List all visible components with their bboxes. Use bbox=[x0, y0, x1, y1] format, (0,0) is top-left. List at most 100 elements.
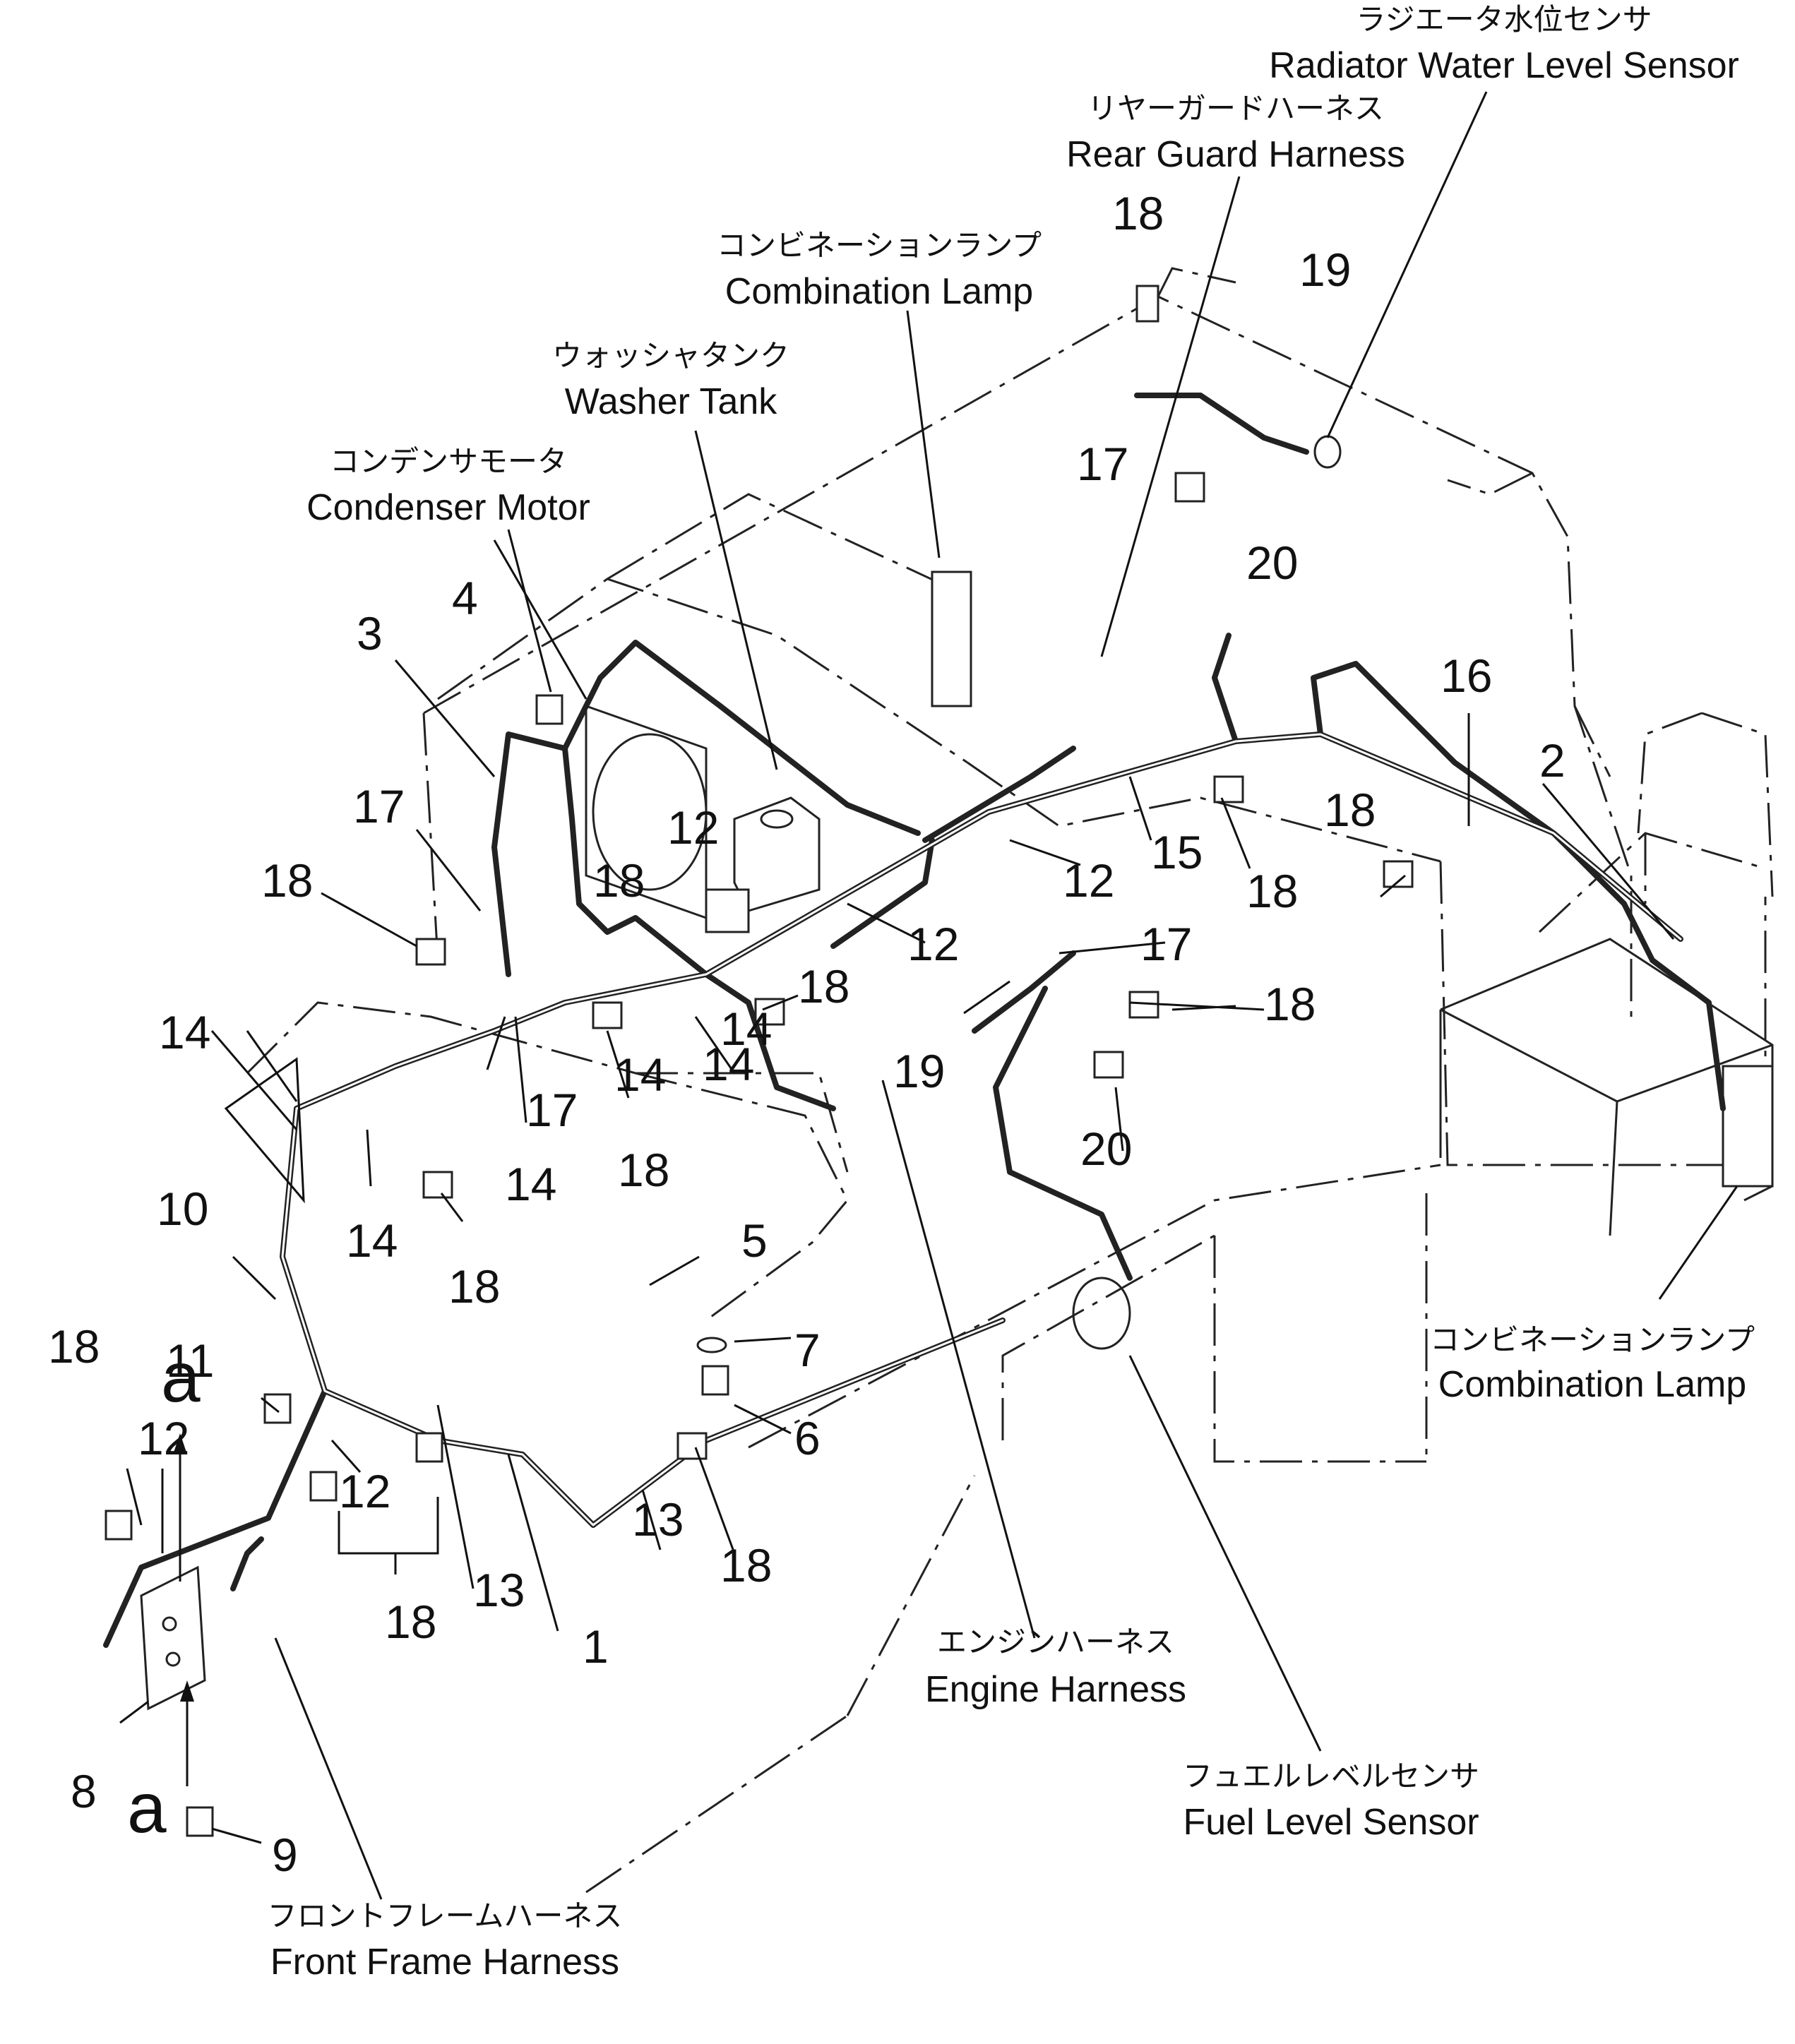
condenser-fan bbox=[592, 733, 708, 891]
part-number: 13 bbox=[473, 1564, 525, 1616]
bolt-icon bbox=[186, 1806, 214, 1837]
callout-combination-lamp-top: コンビネーションランプ Combination Lamp bbox=[717, 228, 1042, 312]
part-number: 17 bbox=[353, 780, 405, 832]
part-number: 18 bbox=[618, 1144, 669, 1196]
bolt-icon bbox=[415, 938, 446, 966]
part-number: 14 bbox=[614, 1048, 666, 1101]
part-number: 18 bbox=[1324, 784, 1376, 836]
part-number: 8 bbox=[71, 1765, 97, 1817]
part-number: 18 bbox=[385, 1596, 436, 1648]
part-number-labels: 18 19 17 20 16 2 4 3 12 17 18 12 15 18 1… bbox=[48, 187, 1566, 1881]
callout-en: Condenser Motor bbox=[306, 487, 590, 528]
part-number: 12 bbox=[1063, 854, 1114, 907]
callout-jp: フュエルレベルセンサ bbox=[1183, 1759, 1479, 1793]
part-number: 18 bbox=[261, 854, 313, 907]
top-combination-lamp bbox=[931, 570, 972, 707]
part-number: 12 bbox=[667, 801, 719, 854]
part-number: 18 bbox=[1246, 865, 1298, 917]
part-number: 18 bbox=[798, 960, 849, 1012]
part-number: 13 bbox=[632, 1493, 684, 1546]
bolt-icon bbox=[1213, 775, 1244, 803]
bolt-icon bbox=[1093, 1051, 1124, 1079]
part-number: 14 bbox=[346, 1214, 398, 1267]
bolt-icon bbox=[105, 1510, 133, 1541]
callout-en: Combination Lamp bbox=[1438, 1364, 1746, 1405]
callout-engine-harness: エンジンハーネス Engine Harness bbox=[925, 1625, 1186, 1710]
callout-jp: エンジンハーネス bbox=[937, 1625, 1174, 1659]
callout-jp: コンビネーションランプ bbox=[717, 228, 1042, 263]
bolt-icon bbox=[1383, 860, 1414, 888]
bolt-icon bbox=[592, 1001, 623, 1029]
washer-icon bbox=[696, 1337, 727, 1353]
part-number: 6 bbox=[794, 1412, 821, 1464]
part-number: 14 bbox=[159, 1006, 210, 1058]
bolt-icon bbox=[676, 1432, 708, 1460]
part-number: 17 bbox=[526, 1084, 578, 1136]
callout-jp: コンデンサモータ bbox=[330, 444, 567, 479]
callout-jp: コンビネーションランプ bbox=[1430, 1322, 1755, 1357]
callout-combination-lamp-right: コンビネーションランプ Combination Lamp bbox=[1430, 1322, 1755, 1405]
part-number: 18 bbox=[448, 1260, 500, 1313]
part-number: 5 bbox=[741, 1214, 768, 1267]
bolt-icon bbox=[309, 1471, 338, 1502]
part-number: 14 bbox=[703, 1038, 754, 1090]
view-letter: a bbox=[161, 1338, 201, 1417]
part-number: 10 bbox=[157, 1183, 208, 1235]
part-number: 17 bbox=[1140, 918, 1192, 970]
part-number: 15 bbox=[1151, 826, 1203, 878]
radiator-water-level-sensor-unit bbox=[1313, 435, 1342, 469]
bolt-icon bbox=[422, 1171, 453, 1199]
part-number: 16 bbox=[1441, 650, 1492, 702]
washer-tank bbox=[733, 796, 821, 912]
part-number: 1 bbox=[583, 1620, 609, 1673]
callout-condenser-motor: コンデンサモータ Condenser Motor bbox=[306, 444, 590, 528]
callout-jp: フロントフレームハーネス bbox=[268, 1899, 623, 1933]
part-number: 11 bbox=[166, 1334, 215, 1387]
part-number: 14 bbox=[505, 1158, 556, 1210]
callout-radiator-water-level-sensor: ラジエータ水位センサ Radiator Water Level Sensor bbox=[1269, 2, 1739, 86]
callout-washer-tank: ウォッシャタンク Washer Tank bbox=[552, 338, 789, 422]
part-number: 20 bbox=[1246, 537, 1298, 589]
callout-en: Front Frame Harness bbox=[270, 1942, 619, 1983]
part-number: 18 bbox=[1112, 187, 1164, 239]
leader-lines bbox=[119, 91, 1739, 1900]
part-number: 12 bbox=[339, 1465, 390, 1517]
callout-en: Combination Lamp bbox=[725, 271, 1033, 312]
rear-combination-lamp bbox=[1722, 1065, 1774, 1188]
part-number: 4 bbox=[452, 572, 478, 624]
condenser-assembly bbox=[585, 435, 1342, 1350]
bolt-icon bbox=[415, 1432, 443, 1463]
callout-en: Engine Harness bbox=[925, 1669, 1186, 1710]
part-number: 19 bbox=[893, 1045, 945, 1097]
callout-jp: ラジエータ水位センサ bbox=[1356, 2, 1652, 37]
part-number: 7 bbox=[794, 1324, 821, 1376]
view-letters: a a bbox=[127, 1338, 201, 1848]
callout-en: Fuel Level Sensor bbox=[1183, 1802, 1479, 1843]
bolt-icon bbox=[535, 694, 563, 725]
part-number: 12 bbox=[138, 1412, 189, 1464]
callout-front-frame-harness: フロントフレームハーネス Front Frame Harness bbox=[268, 1899, 623, 1983]
front-bracket-plate bbox=[140, 1565, 206, 1711]
bolt-icon bbox=[263, 1393, 292, 1424]
part-number: 19 bbox=[1299, 244, 1351, 296]
part-number: 18 bbox=[48, 1320, 100, 1373]
callout-en: Rear Guard Harness bbox=[1066, 134, 1405, 175]
bolt-icon bbox=[1174, 472, 1205, 503]
callout-rear-guard-harness: リヤーガードハーネス Rear Guard Harness bbox=[1066, 91, 1405, 175]
bolt-icon bbox=[1135, 285, 1159, 323]
part-number: 12 bbox=[907, 918, 959, 970]
callout-fuel-level-sensor: フュエルレベルセンサ Fuel Level Sensor bbox=[1183, 1759, 1479, 1843]
part-number: 17 bbox=[1077, 438, 1128, 490]
callout-en: Radiator Water Level Sensor bbox=[1269, 45, 1739, 86]
bolts bbox=[105, 285, 1414, 1837]
part-number: 9 bbox=[272, 1829, 298, 1881]
callout-jp: リヤーガードハーネス bbox=[1087, 91, 1384, 126]
part-number: 18 bbox=[593, 854, 645, 907]
callout-en: Washer Tank bbox=[565, 381, 778, 422]
view-letter: a bbox=[127, 1769, 167, 1848]
washer-motor bbox=[705, 888, 750, 933]
part-number: 18 bbox=[1264, 978, 1316, 1030]
bolt-icon bbox=[701, 1365, 729, 1396]
fuel-level-sensor-unit bbox=[1072, 1277, 1131, 1350]
